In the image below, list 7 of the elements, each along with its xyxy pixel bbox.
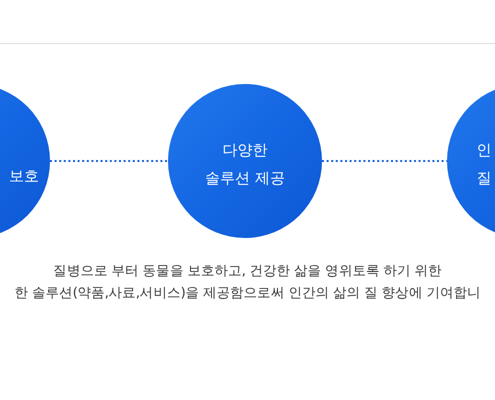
dotted-connector bbox=[322, 160, 447, 162]
node-label: 다양한 솔루션 제공 bbox=[204, 140, 286, 189]
node-label: 인 질 bbox=[476, 140, 492, 189]
description-text: 질병으로 부터 동물을 보호하고, 건강한 삶을 영위토록 하기 위한 bbox=[52, 262, 443, 281]
node-label: 보호 bbox=[8, 166, 40, 187]
dotted-connector bbox=[50, 160, 168, 162]
description-text: 한 솔루션(약품,사료,서비스)을 제공함으로써 인간의 삶의 질 향상에 기여합니 bbox=[13, 284, 482, 303]
